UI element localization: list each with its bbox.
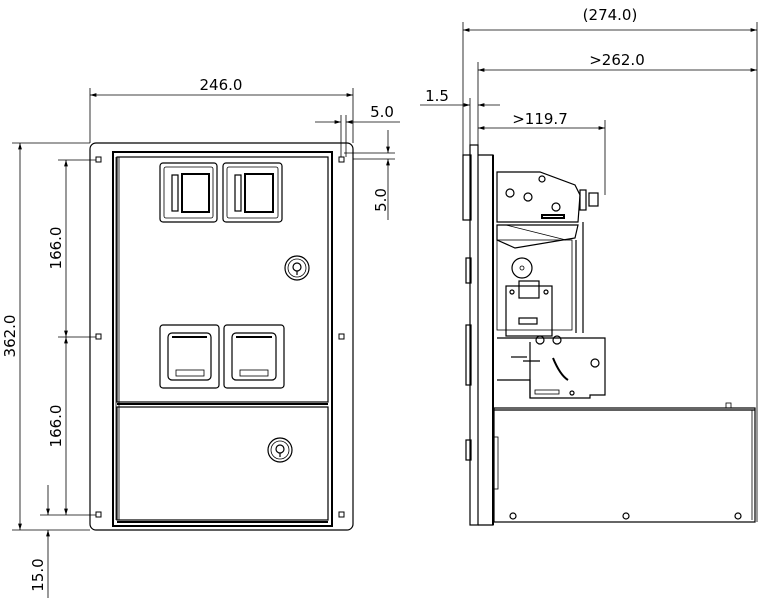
coin-return-right xyxy=(223,324,285,389)
front-dimensions: 246.0 5.0 5.0 362.0 166.0 166.0 15.0 xyxy=(1,76,400,598)
coin-entry-right xyxy=(222,162,283,223)
dim-body-depth: >262.0 xyxy=(589,51,645,69)
dim-mechanism-depth: >119.7 xyxy=(512,110,568,128)
side-view xyxy=(462,144,756,526)
dim-hole-offset-x: 5.0 xyxy=(370,103,394,121)
dim-hole-pitch-lower: 166.0 xyxy=(47,405,65,448)
dim-total-depth: (274.0) xyxy=(583,6,638,24)
lock-icon xyxy=(284,255,310,281)
door-frame xyxy=(112,151,333,527)
lock-icon xyxy=(267,437,293,463)
coin-return-left xyxy=(159,324,220,389)
dim-width: 246.0 xyxy=(200,76,243,94)
mounting-plate xyxy=(89,142,354,531)
dim-plate-thickness: 1.5 xyxy=(425,87,449,105)
front-view xyxy=(89,142,354,531)
coin-entry-profile xyxy=(462,154,472,221)
coin-mechanism xyxy=(496,171,606,399)
upper-door xyxy=(116,156,329,403)
dim-bottom-margin: 15.0 xyxy=(29,558,47,591)
mounting-holes xyxy=(95,156,345,518)
cash-box xyxy=(493,407,756,523)
coin-entry-left xyxy=(159,162,218,223)
dim-height: 362.0 xyxy=(1,315,19,358)
hinge xyxy=(115,157,120,520)
lower-door xyxy=(116,406,329,521)
dim-hole-pitch-upper: 166.0 xyxy=(47,227,65,270)
dim-hole-offset-y: 5.0 xyxy=(372,188,390,212)
front-plate xyxy=(469,144,479,526)
side-dimensions: (274.0) >262.0 1.5 >119.7 xyxy=(420,6,758,522)
